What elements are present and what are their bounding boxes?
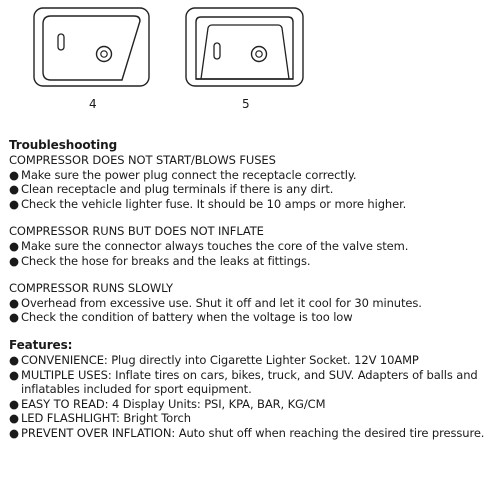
list-item: ●Clean receptacle and plug terminals if … — [9, 182, 334, 197]
features-list: ●CONVENIENCE: Plug directly into Cigaret… — [9, 353, 485, 441]
list-item: ●Make sure the power plug connect the re… — [9, 167, 357, 182]
list-item: ●CONVENIENCE: Plug directly into Cigaret… — [9, 352, 419, 367]
rocker-switch-angled-icon — [33, 7, 150, 87]
list-item: ●PREVENT OVER INFLATION: Auto shut off w… — [9, 425, 485, 440]
list-item: ●EASY TO READ: 4 Display Units: PSI, KPA… — [9, 396, 326, 411]
troubleshooting-heading: Troubleshooting — [9, 138, 118, 152]
bullet-icon: ● — [9, 295, 19, 310]
bullet-icon: ● — [9, 425, 19, 440]
bullet-icon: ● — [9, 253, 19, 268]
switch-figures: 4 5 — [0, 0, 489, 120]
bullet-icon: ● — [9, 310, 19, 325]
troubleshooting-section: COMPRESSOR RUNS SLOWLY ●Overhead from ex… — [9, 281, 485, 325]
features-heading: Features: — [9, 337, 73, 352]
bullet-icon: ● — [9, 167, 19, 182]
spacer — [9, 268, 485, 281]
bullet-icon: ● — [9, 352, 19, 367]
figure-label-5: 5 — [242, 97, 250, 111]
list-item: ●Make sure the connector always touches … — [9, 238, 409, 253]
list-item: ●Check the hose for breaks and the leaks… — [9, 253, 311, 268]
switch-figures-drawing — [33, 7, 304, 87]
spacer — [9, 325, 485, 338]
section-title: COMPRESSOR RUNS SLOWLY — [9, 281, 173, 296]
list-item: ●Overhead from excessive use. Shut it of… — [9, 295, 422, 310]
bullet-icon: ● — [9, 238, 19, 253]
bullet-icon: ● — [9, 367, 19, 382]
section-title: COMPRESSOR RUNS BUT DOES NOT INFLATE — [9, 224, 264, 239]
bullet-icon: ● — [9, 411, 19, 426]
bullet-icon: ● — [9, 182, 19, 197]
section-title: COMPRESSOR DOES NOT START/BLOWS FUSES — [9, 153, 276, 167]
list-item: ●MULTIPLE USES: Inflate tires on cars, b… — [9, 367, 478, 397]
troubleshooting-section: COMPRESSOR RUNS BUT DOES NOT INFLATE ●Ma… — [9, 224, 485, 268]
rocker-switch-flat-icon — [185, 7, 304, 87]
troubleshooting-section: COMPRESSOR DOES NOT START/BLOWS FUSES ●M… — [9, 153, 485, 211]
manual-text: Troubleshooting COMPRESSOR DOES NOT STAR… — [9, 138, 485, 441]
bullet-icon: ● — [9, 396, 19, 411]
list-item: ●Check the condition of battery when the… — [9, 310, 353, 325]
bullet-icon: ● — [9, 196, 19, 211]
list-item: ●LED FLASHLIGHT: Bright Torch — [9, 411, 191, 426]
figure-label-4: 4 — [89, 97, 97, 111]
list-item: ●Check the vehicle lighter fuse. It shou… — [9, 196, 407, 211]
spacer — [9, 211, 485, 224]
